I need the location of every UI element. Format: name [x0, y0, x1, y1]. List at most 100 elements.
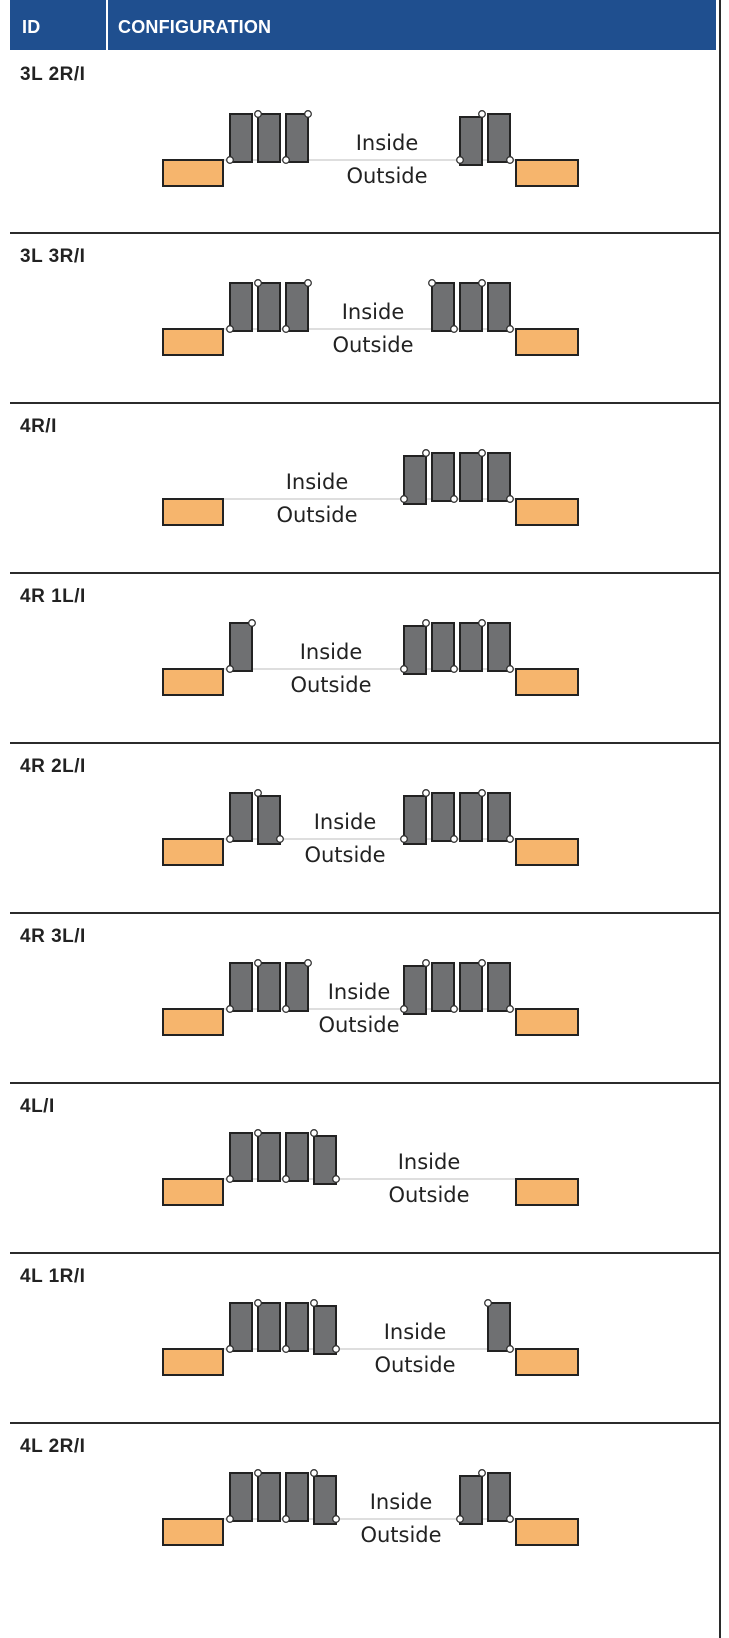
inside-label: Inside	[328, 980, 391, 1004]
right-door-panel	[487, 622, 511, 672]
hinge-pivot	[304, 959, 312, 967]
hinge-pivot	[226, 1175, 234, 1183]
hinge-pivot	[456, 1515, 464, 1523]
row-id: 3L 2R/I	[20, 64, 86, 85]
left-door-panel	[285, 113, 309, 163]
row-id: 4R 3L/I	[20, 926, 86, 947]
right-door-panel	[431, 622, 455, 672]
hinge-pivot	[400, 495, 408, 503]
right-door-panel	[459, 452, 483, 502]
right-wall	[515, 1518, 579, 1546]
hinge-pivot	[332, 1175, 340, 1183]
hinge-pivot	[400, 1005, 408, 1013]
table-header: ID CONFIGURATION	[10, 0, 716, 50]
hinge-pivot	[226, 1515, 234, 1523]
row-id: 4R 2L/I	[20, 756, 86, 777]
left-door-panel	[257, 795, 281, 845]
hinge-pivot	[506, 1345, 514, 1353]
row-divider	[10, 572, 719, 574]
hinge-pivot	[450, 495, 458, 503]
right-wall	[515, 328, 579, 356]
right-door-panel	[431, 282, 455, 332]
hinge-pivot	[282, 325, 290, 333]
left-wall	[162, 1008, 224, 1036]
outside-label: Outside	[374, 1353, 455, 1377]
left-door-panel	[257, 1472, 281, 1522]
left-wall	[162, 498, 224, 526]
right-door-panel	[487, 452, 511, 502]
hinge-pivot	[254, 1469, 262, 1477]
right-wall	[515, 1178, 579, 1206]
hinge-pivot	[506, 665, 514, 673]
left-door-panel	[229, 792, 253, 842]
hinge-pivot	[450, 325, 458, 333]
left-door-panel	[285, 1472, 309, 1522]
inside-label: Inside	[370, 1490, 433, 1514]
row-divider	[10, 912, 719, 914]
row-divider	[10, 402, 719, 404]
right-wall	[515, 159, 579, 187]
right-door-panel	[459, 116, 483, 166]
right-door-panel	[403, 795, 427, 845]
row-id: 4L 1R/I	[20, 1266, 86, 1287]
hinge-pivot	[254, 110, 262, 118]
hinge-pivot	[226, 325, 234, 333]
right-wall	[515, 498, 579, 526]
left-door-panel	[257, 1132, 281, 1182]
hinge-pivot	[332, 1345, 340, 1353]
hinge-pivot	[422, 959, 430, 967]
right-wall	[515, 838, 579, 866]
row-id: 4R/I	[20, 416, 57, 437]
hinge-pivot	[400, 835, 408, 843]
right-door-panel	[431, 452, 455, 502]
hinge-pivot	[478, 110, 486, 118]
inside-label: Inside	[286, 470, 349, 494]
hinge-pivot	[506, 495, 514, 503]
left-door-panel	[229, 1302, 253, 1352]
left-door-panel	[229, 282, 253, 332]
hinge-pivot	[282, 1175, 290, 1183]
right-door-panel	[459, 962, 483, 1012]
hinge-pivot	[254, 1299, 262, 1307]
table-right-border	[719, 0, 721, 1638]
hinge-pivot	[254, 1129, 262, 1137]
right-door-panel	[487, 962, 511, 1012]
row-id: 4R 1L/I	[20, 586, 86, 607]
left-door-panel	[285, 1302, 309, 1352]
hinge-pivot	[254, 789, 262, 797]
left-wall	[162, 1518, 224, 1546]
hinge-pivot	[282, 1345, 290, 1353]
hinge-pivot	[478, 619, 486, 627]
left-wall	[162, 1348, 224, 1376]
left-door-panel	[313, 1305, 337, 1355]
right-door-panel	[487, 1472, 511, 1522]
row-id: 4L/I	[20, 1096, 55, 1117]
right-door-panel	[403, 455, 427, 505]
hinge-pivot	[484, 1299, 492, 1307]
hinge-pivot	[450, 665, 458, 673]
left-door-panel	[229, 1472, 253, 1522]
hinge-pivot	[254, 959, 262, 967]
outside-label: Outside	[346, 164, 427, 188]
hinge-pivot	[478, 789, 486, 797]
hinge-pivot	[282, 1515, 290, 1523]
right-door-panel	[403, 625, 427, 675]
hinge-pivot	[226, 156, 234, 164]
hinge-pivot	[310, 1469, 318, 1477]
inside-label: Inside	[300, 640, 363, 664]
left-door-panel	[229, 622, 253, 672]
